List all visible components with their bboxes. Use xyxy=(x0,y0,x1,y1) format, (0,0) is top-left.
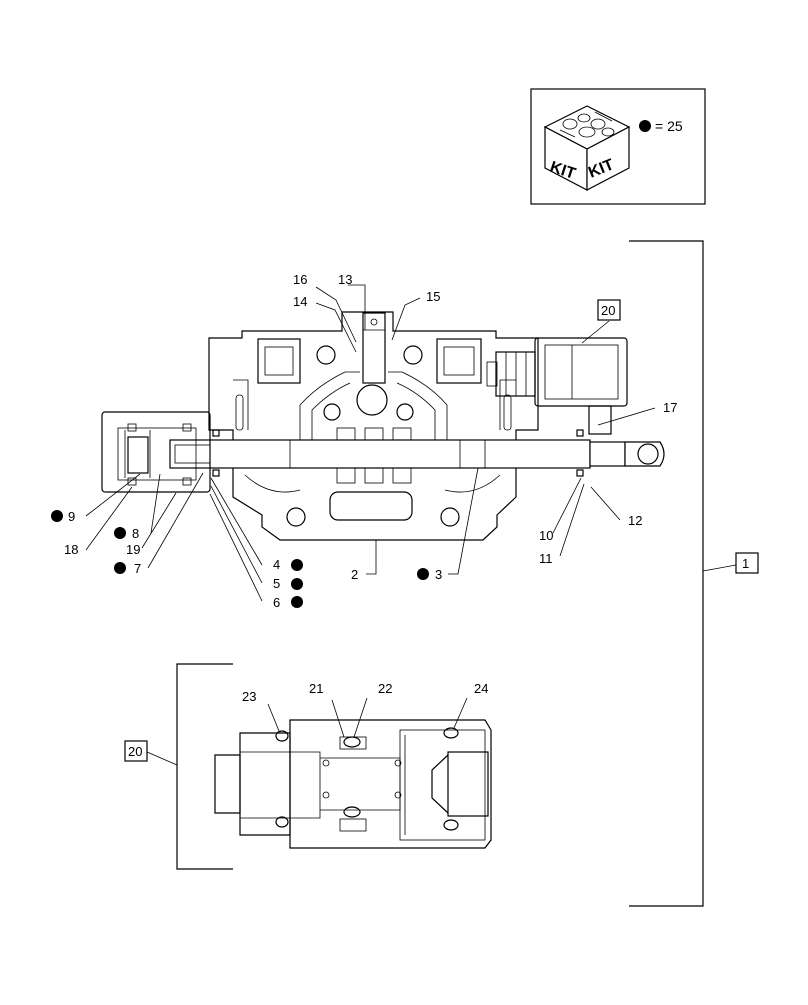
callout-20-top: 20 xyxy=(601,303,615,318)
callout-18: 18 xyxy=(64,542,78,557)
kit-dot-icon xyxy=(291,578,303,590)
callout-2: 2 xyxy=(351,567,358,582)
solenoid-valve xyxy=(486,337,628,435)
callout-labels: 16 13 14 15 20 17 9 8 18 19 7 4 5 6 2 3 … xyxy=(51,272,677,704)
callout-23: 23 xyxy=(242,689,256,704)
kit-dot-icon xyxy=(417,568,429,580)
kit-dot-icon xyxy=(114,527,126,539)
callout-13: 13 xyxy=(338,272,352,287)
detail-view-20: 20 xyxy=(124,663,492,870)
callout-16: 16 xyxy=(293,272,307,287)
callout-19: 19 xyxy=(126,542,140,557)
callout-9: 9 xyxy=(68,509,75,524)
kit-dot-icon xyxy=(291,559,303,571)
assembly-bracket: 1 xyxy=(629,240,759,907)
callout-8: 8 xyxy=(132,526,139,541)
kit-dot-icon xyxy=(51,510,63,522)
callout-17: 17 xyxy=(663,400,677,415)
callout-11: 11 xyxy=(539,551,553,566)
callout-15: 15 xyxy=(426,289,440,304)
callout-22: 22 xyxy=(378,681,392,696)
callout-3: 3 xyxy=(435,567,442,582)
kit-dot-icon xyxy=(291,596,303,608)
valve-body xyxy=(208,311,539,541)
callout-box-20-bottom xyxy=(124,740,148,762)
callout-10: 10 xyxy=(539,528,553,543)
callout-box-1 xyxy=(735,552,759,574)
callout-14: 14 xyxy=(293,294,307,309)
main-spool xyxy=(169,429,665,477)
callout-6: 6 xyxy=(273,595,280,610)
kit-dot-icon xyxy=(639,120,651,132)
callout-1: 1 xyxy=(742,556,749,571)
callout-4: 4 xyxy=(273,557,280,572)
callout-12: 12 xyxy=(628,513,642,528)
callout-5: 5 xyxy=(273,576,280,591)
callout-21: 21 xyxy=(309,681,323,696)
kit-legend: KIT KIT = 25 xyxy=(530,88,706,205)
left-end-cap xyxy=(101,411,211,493)
kit-dot-icon xyxy=(114,562,126,574)
callout-box-20-top xyxy=(597,299,621,321)
kit-box-icon: KIT KIT xyxy=(543,105,631,191)
leader-lines xyxy=(85,284,656,738)
callout-7: 7 xyxy=(134,561,141,576)
callout-20-bottom: 20 xyxy=(128,744,142,759)
kit-legend-frame xyxy=(530,88,706,205)
callout-24: 24 xyxy=(474,681,488,696)
kit-legend-text: = 25 xyxy=(655,118,683,134)
